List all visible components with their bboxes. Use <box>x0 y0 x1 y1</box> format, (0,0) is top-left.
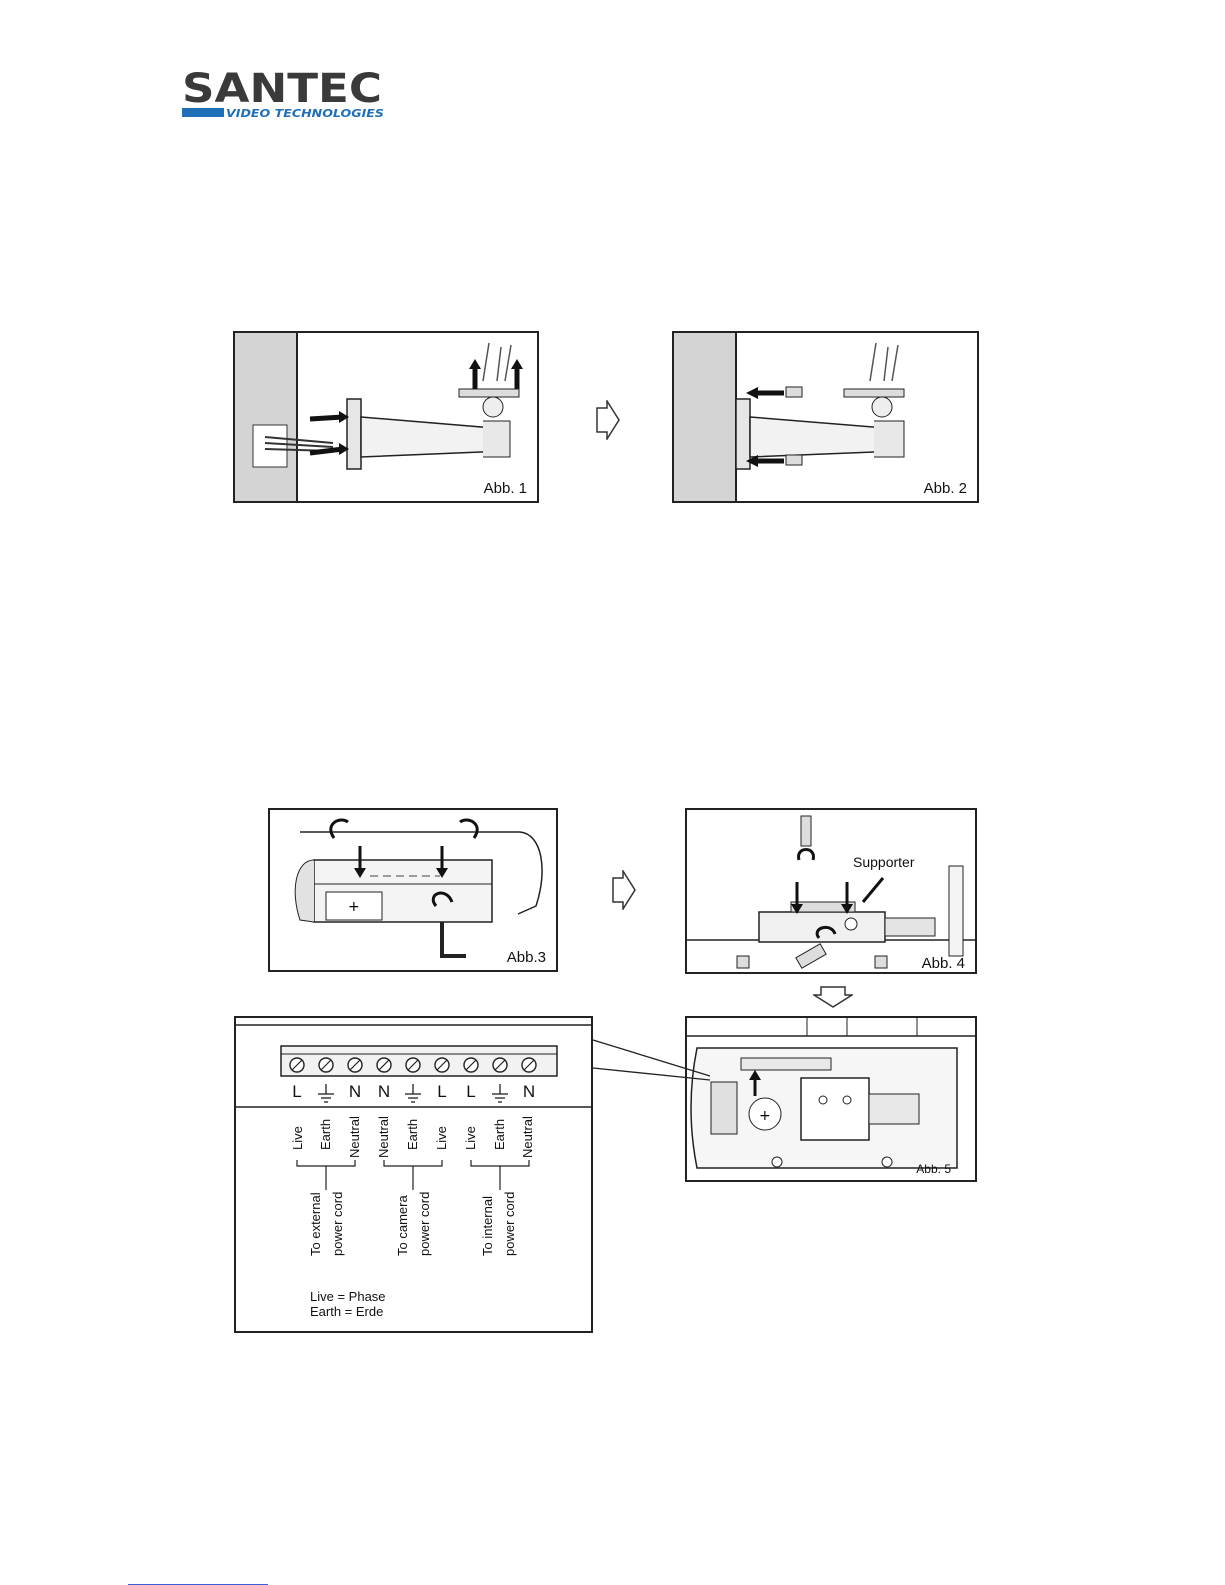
legend-earth: Earth = Erde <box>310 1304 383 1319</box>
terminal-letter: L <box>432 1082 452 1102</box>
group-label: To camera <box>395 1195 410 1256</box>
group-label: To internal <box>480 1196 495 1256</box>
wire-label: Earth <box>492 1119 507 1150</box>
wire-label: Live <box>290 1126 305 1150</box>
wire-label: Neutral <box>347 1116 362 1158</box>
group-label: To external <box>308 1192 323 1256</box>
wire-label: Live <box>463 1126 478 1150</box>
terminal-letter: N <box>374 1082 394 1102</box>
wire-label: Neutral <box>520 1116 535 1158</box>
wire-label: Earth <box>318 1119 333 1150</box>
group-label: power cord <box>417 1192 432 1256</box>
terminal-letter: N <box>345 1082 365 1102</box>
terminal-letter: N <box>519 1082 539 1102</box>
wire-label: Live <box>434 1126 449 1150</box>
group-label: power cord <box>502 1192 517 1256</box>
legend-live: Live = Phase <box>310 1289 386 1304</box>
terminal-letter: L <box>461 1082 481 1102</box>
wire-label: Neutral <box>376 1116 391 1158</box>
terminal-letter: L <box>287 1082 307 1102</box>
wire-label: Earth <box>405 1119 420 1150</box>
group-label: power cord <box>330 1192 345 1256</box>
